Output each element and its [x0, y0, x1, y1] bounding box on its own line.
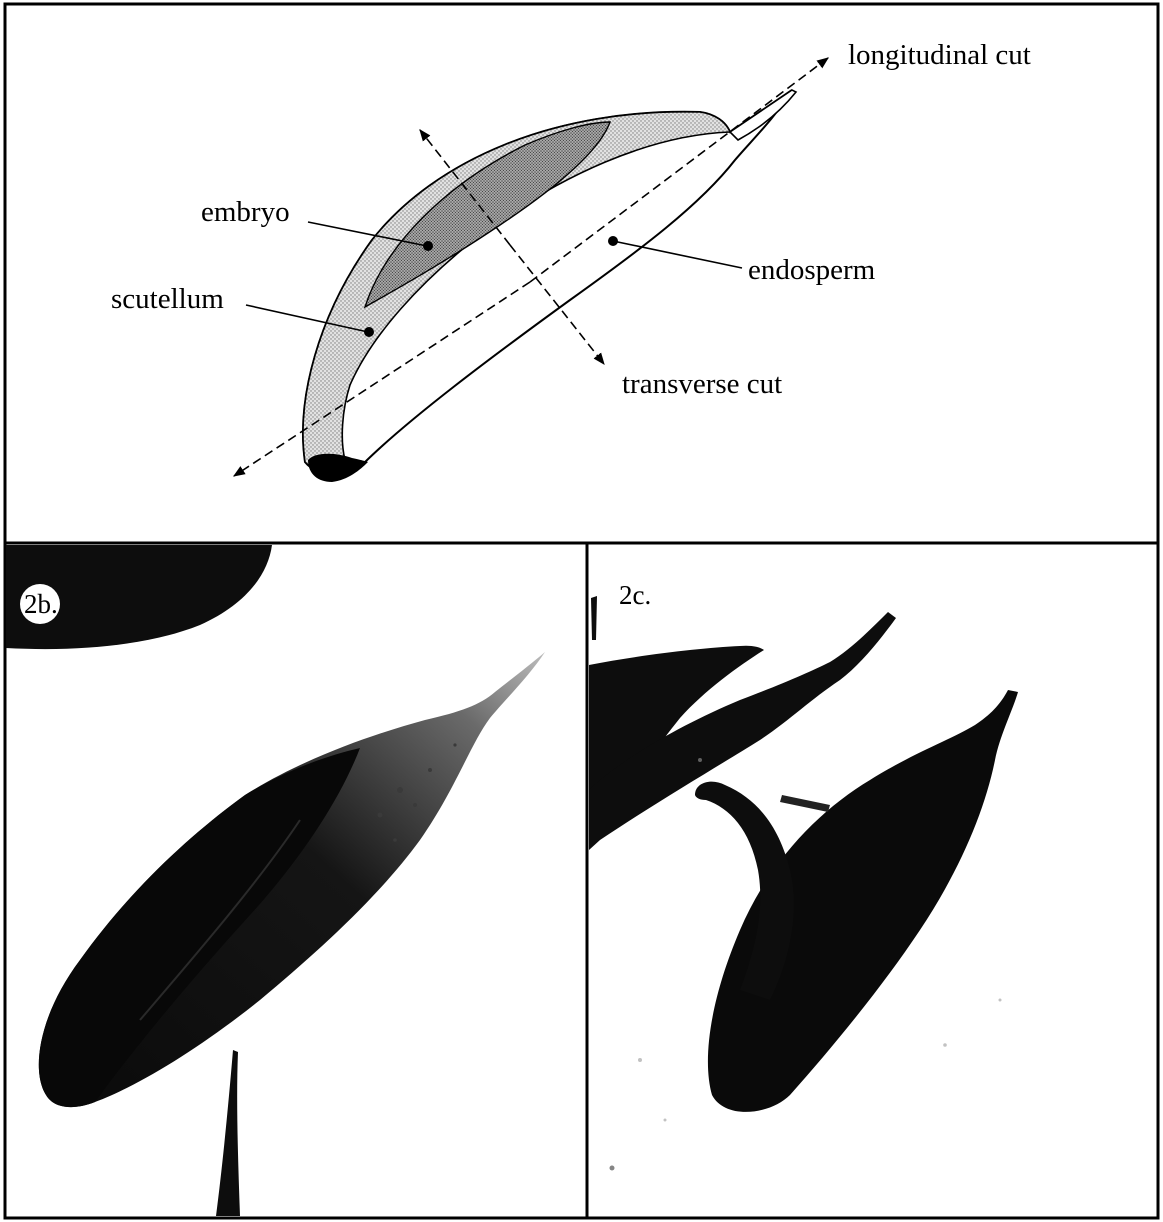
photo-2c-small-piece [780, 795, 830, 812]
longitudinal-cut-label: longitudinal cut [848, 39, 1031, 71]
photo-panel-2c: 2c. [589, 580, 1018, 1171]
photo-2c-label: 2c. [619, 580, 651, 610]
photo-2c-right-seed [708, 690, 1018, 1112]
embryo-dot [423, 241, 433, 251]
grain-tip [730, 90, 796, 140]
photo-2c-edge-mark [591, 596, 597, 640]
endosperm-dot [608, 236, 618, 246]
photo-2b-stalk [216, 1050, 240, 1216]
photo-panel-2b: 2b. [6, 545, 545, 1216]
endosperm-label: endosperm [748, 254, 876, 286]
schematic-panel: longitudinal cut embryo endosperm scutel… [111, 39, 1031, 482]
scutellum-dot [364, 327, 374, 337]
scutellum-label: scutellum [111, 283, 224, 315]
photo-2b-label: 2b. [24, 589, 58, 619]
embryo-label: embryo [201, 196, 290, 228]
transverse-cut-label: transverse cut [622, 368, 782, 400]
